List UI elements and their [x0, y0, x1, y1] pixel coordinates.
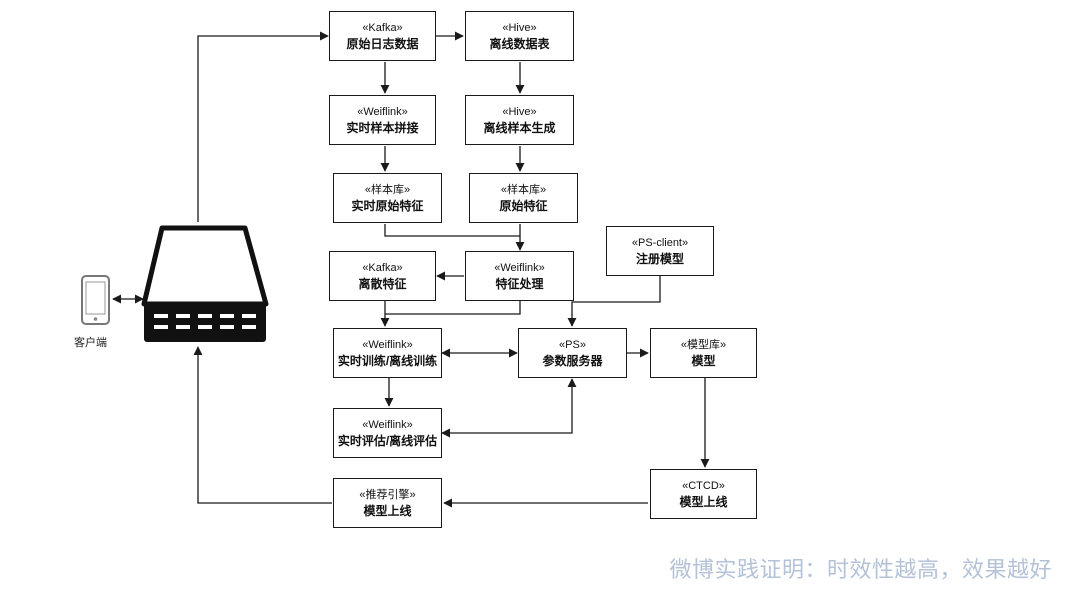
node-name: 实时原始特征 [351, 199, 424, 213]
node-stereotype: «Weiflink» [362, 339, 413, 351]
node-weiflink-realtime-sample: «Weiflink» 实时样本拼接 [329, 95, 436, 145]
node-hive-offline-sample: «Hive» 离线样本生成 [465, 95, 574, 145]
node-kafka-discrete: «Kafka» 离散特征 [329, 251, 436, 301]
node-stereotype: «CTCD» [682, 480, 725, 492]
node-weiflink-feature: «Weiflink» 特征处理 [465, 251, 574, 301]
node-name: 实时样本拼接 [346, 121, 419, 135]
arrow-realtime-feature-to-processing [384, 224, 520, 237]
node-stereotype: «推荐引擎» [359, 489, 416, 501]
node-stereotype: «Weiflink» [494, 262, 545, 274]
node-stereotype: «样本库» [364, 184, 411, 196]
node-name: 模型上线 [679, 495, 728, 509]
node-sample-realtime-feature: «样本库» 实时原始特征 [333, 173, 442, 223]
node-ctcd: «CTCD» 模型上线 [650, 469, 757, 519]
node-model-store: «模型库» 模型 [650, 328, 757, 378]
node-stereotype: «PS-client» [631, 237, 689, 249]
server-icon [141, 225, 269, 342]
node-name: 参数服务器 [542, 354, 603, 368]
node-rec-engine: «推荐引擎» 模型上线 [333, 478, 442, 528]
node-name: 模型上线 [363, 504, 412, 518]
node-kafka-raw-log: «Kafka» 原始日志数据 [329, 11, 436, 61]
node-ps-server: «PS» 参数服务器 [518, 328, 627, 378]
node-weiflink-eval: «Weiflink» 实时评估/离线评估 [333, 408, 442, 458]
phone-icon [81, 275, 110, 325]
node-stereotype: «Kafka» [362, 262, 403, 274]
node-stereotype: «Kafka» [362, 22, 403, 34]
client-label: 客户端 [74, 337, 107, 349]
node-name: 实时训练/离线训练 [337, 354, 438, 368]
node-name: 离线样本生成 [483, 121, 556, 135]
node-stereotype: «Hive» [502, 22, 537, 34]
node-name: 模型 [691, 354, 716, 368]
node-ps-client: «PS-client» 注册模型 [606, 226, 714, 276]
node-name: 离散特征 [358, 277, 407, 291]
node-name: 注册模型 [635, 252, 684, 266]
node-sample-raw-feature: «样本库» 原始特征 [469, 173, 578, 223]
node-stereotype: «Weiflink» [357, 106, 408, 118]
node-name: 原始日志数据 [346, 37, 419, 51]
node-hive-offline-table: «Hive» 离线数据表 [465, 11, 574, 61]
node-name: 实时评估/离线评估 [337, 434, 438, 448]
arrow-eval-ps [441, 378, 577, 438]
node-stereotype: «Weiflink» [362, 419, 413, 431]
arrow-processing-to-train-junction [385, 301, 521, 315]
node-stereotype: «模型库» [680, 339, 727, 351]
node-stereotype: «Hive» [502, 106, 537, 118]
node-weiflink-train: «Weiflink» 实时训练/离线训练 [333, 328, 442, 378]
node-stereotype: «PS» [559, 339, 586, 351]
caption-text: 微博实践证明：时效性越高，效果越好 [669, 558, 1052, 583]
node-name: 离线数据表 [489, 37, 550, 51]
node-name: 原始特征 [499, 199, 548, 213]
arrow-engine-to-server [193, 346, 332, 504]
node-name: 特征处理 [495, 277, 544, 291]
arrow-psclient-to-ps [567, 276, 661, 327]
arrow-server-to-kafka [197, 31, 329, 222]
node-stereotype: «样本库» [500, 184, 547, 196]
